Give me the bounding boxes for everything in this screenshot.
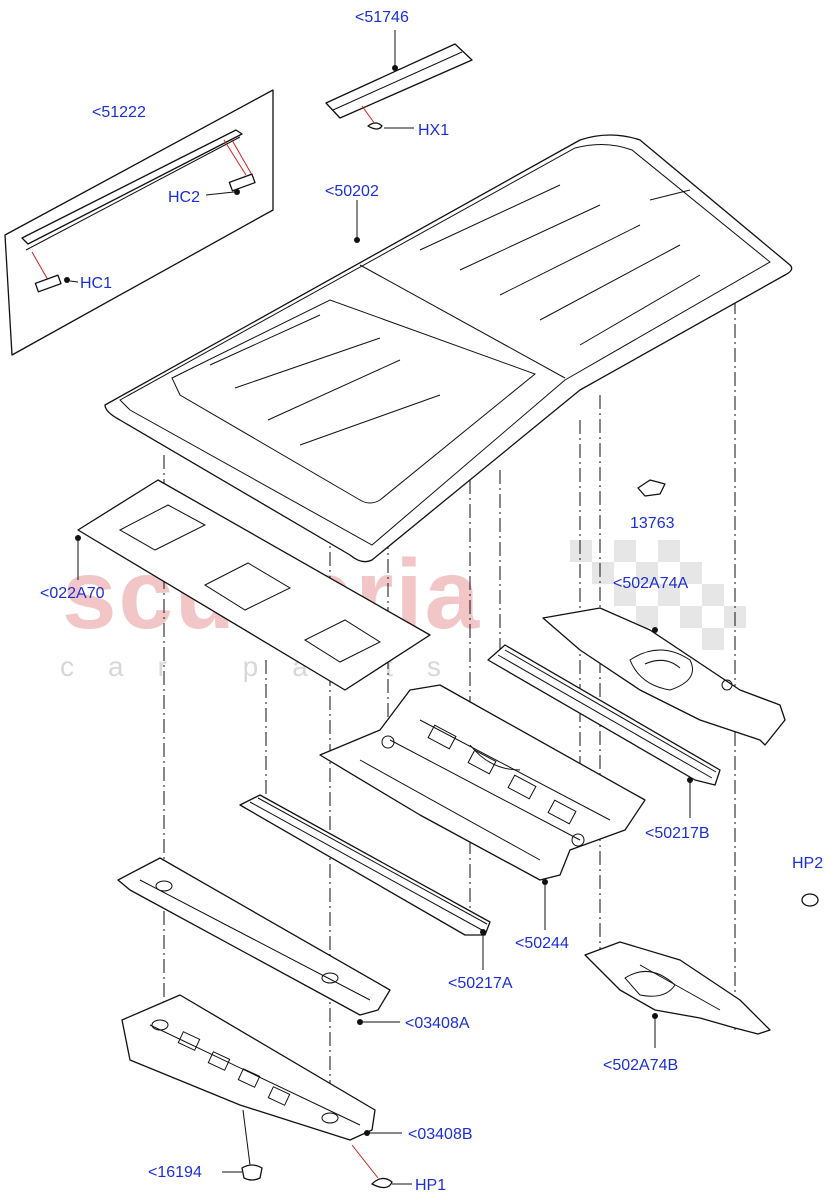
watermark-sub: car parts (60, 651, 475, 682)
label-50202: <50202 (325, 183, 379, 200)
bracket-502A74A (542, 607, 786, 746)
fastener-16194 (241, 1164, 263, 1181)
roof-molding-51222 (21, 129, 243, 245)
label-502a74a: <502A74A (613, 575, 689, 592)
label-hp2: HP2 (792, 855, 823, 872)
inset-panel-51222 (4, 89, 274, 356)
label-hc2: HC2 (168, 189, 200, 206)
header-03408A (117, 857, 400, 1025)
liner-022A70 (75, 479, 431, 691)
rail-50217B (487, 644, 721, 818)
label-51746: <51746 (355, 9, 409, 26)
label-03408a: <03408A (405, 1015, 470, 1032)
callout-labels: <51746 <51222 HX1 HC2 HC1 <50202 <022A70… (40, 9, 823, 1194)
label-16194: <16194 (148, 1164, 202, 1181)
label-502a74b: <502A74B (603, 1057, 678, 1074)
label-hc1: HC1 (80, 275, 112, 292)
watermark-checker (570, 540, 746, 650)
rail-50217A (239, 794, 491, 970)
label-hx1: HX1 (418, 122, 449, 139)
clip-hc1 (34, 274, 62, 293)
roof-panel-50202 (104, 134, 793, 563)
bracket-502A74B (584, 941, 771, 1048)
label-13763: 13763 (630, 515, 675, 532)
clip-13763 (637, 479, 666, 497)
label-50244: <50244 (515, 935, 569, 952)
label-022a70: <022A70 (40, 585, 105, 602)
clip-hc2 (228, 173, 256, 192)
label-50217b: <50217B (645, 825, 710, 842)
label-51222: <51222 (92, 104, 146, 121)
clip-hx1 (367, 122, 383, 130)
label-hp1: HP1 (415, 1177, 446, 1194)
trim-51746 (325, 30, 473, 130)
label-03408b: <03408B (408, 1126, 473, 1143)
header-03408B (121, 994, 402, 1179)
fastener-hp1 (371, 1177, 393, 1189)
fasteners (222, 893, 819, 1189)
plug-hp2 (801, 893, 819, 907)
panel-50244 (319, 684, 646, 930)
label-50217a: <50217A (448, 975, 513, 992)
